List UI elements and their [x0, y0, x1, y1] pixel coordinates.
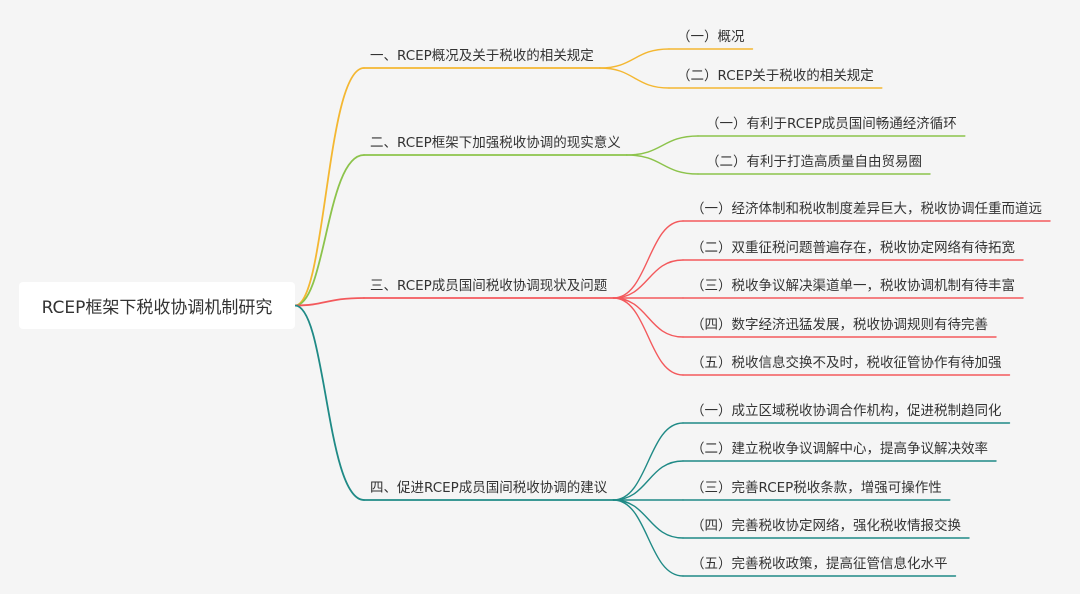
subtopic-1-2[interactable]: （二）RCEP关于税收的相关规定: [677, 64, 874, 84]
subtopic-label: （三）税收争议解决渠道单一，税收协调机制有待丰富: [691, 278, 1015, 294]
subtopic-connector: [612, 259, 684, 299]
subtopic-connector: [599, 67, 670, 89]
subtopic-3-3[interactable]: （三）税收争议解决渠道单一，税收协调机制有待丰富: [691, 274, 1015, 294]
topic-1-label: 一、RCEP概况及关于税收的相关规定: [370, 48, 594, 64]
subtopic-label: （四）数字经济迅猛发展，税收协调规则有待完善: [691, 317, 988, 333]
branch-connector: [294, 154, 365, 307]
branch-connector: [294, 67, 365, 307]
subtopic-connector: [612, 297, 684, 376]
subtopic-label: （四）完善税收协定网络，强化税收情报交换: [691, 518, 961, 534]
subtopic-2-1[interactable]: （一）有利于RCEP成员国间畅通经济循环: [706, 112, 957, 132]
subtopic-label: （一）经济体制和税收制度差异巨大，税收协调任重而道远: [691, 201, 1042, 217]
subtopic-connector: [626, 135, 699, 156]
subtopic-connector: [626, 154, 699, 175]
topic-4-label: 四、促进RCEP成员国间税收协调的建议: [370, 480, 608, 496]
topic-2[interactable]: 二、RCEP框架下加强税收协调的现实意义: [370, 131, 621, 151]
topic-4[interactable]: 四、促进RCEP成员国间税收协调的建议: [370, 476, 607, 496]
subtopic-label: （一）有利于RCEP成员国间畅通经济循环: [706, 116, 957, 132]
subtopic-label: （二）有利于打造高质量自由贸易圈: [706, 154, 922, 170]
branch-connector: [294, 304, 365, 501]
subtopic-3-4[interactable]: （四）数字经济迅猛发展，税收协调规则有待完善: [691, 313, 988, 333]
subtopic-label: （一）成立区域税收协调合作机构，促进税制趋同化: [691, 403, 1002, 419]
subtopic-3-1[interactable]: （一）经济体制和税收制度差异巨大，税收协调任重而道远: [691, 197, 1042, 217]
subtopic-connector: [599, 48, 670, 69]
subtopic-label: （一）概况: [677, 29, 745, 45]
subtopic-3-5[interactable]: （五）税收信息交换不及时，税收征管协作有待加强: [691, 351, 1002, 371]
branch-connector: [294, 297, 365, 307]
subtopic-connector: [612, 460, 684, 501]
subtopic-label: （二）RCEP关于税收的相关规定: [677, 68, 874, 84]
subtopic-label: （五）税收信息交换不及时，税收征管协作有待加强: [691, 355, 1002, 371]
subtopic-connector: [612, 297, 684, 338]
root-node[interactable]: RCEP框架下税收协调机制研究: [19, 282, 295, 329]
subtopic-connector: [612, 422, 684, 501]
subtopic-1-1[interactable]: （一）概况: [677, 25, 745, 45]
subtopic-4-2[interactable]: （二）建立税收争议调解中心，提高争议解决效率: [691, 437, 988, 457]
topic-2-label: 二、RCEP框架下加强税收协调的现实意义: [370, 135, 621, 151]
subtopic-4-3[interactable]: （三）完善RCEP税收条款，增强可操作性: [691, 476, 942, 496]
subtopic-label: （二）建立税收争议调解中心，提高争议解决效率: [691, 441, 988, 457]
subtopic-connector: [612, 499, 684, 577]
subtopic-label: （五）完善税收政策，提高征管信息化水平: [691, 556, 948, 572]
subtopic-label: （二）双重征税问题普遍存在，税收协定网络有待拓宽: [691, 240, 1015, 256]
topic-3-label: 三、RCEP成员国间税收协调现状及问题: [370, 278, 608, 294]
subtopic-4-1[interactable]: （一）成立区域税收协调合作机构，促进税制趋同化: [691, 399, 1002, 419]
topic-3[interactable]: 三、RCEP成员国间税收协调现状及问题: [370, 274, 607, 294]
topic-1[interactable]: 一、RCEP概况及关于税收的相关规定: [370, 44, 594, 64]
subtopic-3-2[interactable]: （二）双重征税问题普遍存在，税收协定网络有待拓宽: [691, 236, 1015, 256]
subtopic-connector: [612, 220, 684, 299]
subtopic-4-4[interactable]: （四）完善税收协定网络，强化税收情报交换: [691, 514, 961, 534]
subtopic-4-5[interactable]: （五）完善税收政策，提高征管信息化水平: [691, 552, 948, 572]
subtopic-2-2[interactable]: （二）有利于打造高质量自由贸易圈: [706, 150, 922, 170]
subtopic-label: （三）完善RCEP税收条款，增强可操作性: [691, 480, 942, 496]
root-label: RCEP框架下税收协调机制研究: [41, 298, 273, 318]
subtopic-connector: [612, 499, 684, 539]
